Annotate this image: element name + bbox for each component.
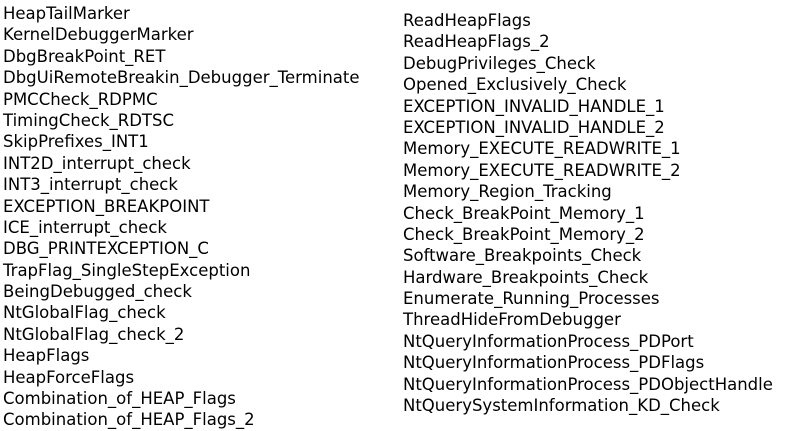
list-item: EXCEPTION_INVALID_HANDLE_2 xyxy=(403,117,665,137)
list-item: NtGlobalFlag_check xyxy=(3,303,166,323)
list-item: INT3_interrupt_check xyxy=(3,175,178,195)
list-item: DBG_PRINTEXCEPTION_C xyxy=(3,239,209,259)
list-item: TimingCheck_RDTSC xyxy=(3,110,174,130)
list-item: ReadHeapFlags xyxy=(403,11,531,30)
list-item: NtQueryInformationProcess_PDFlags xyxy=(403,353,705,373)
list-item: EXCEPTION_BREAKPOINT xyxy=(3,196,210,216)
list-item: DbgBreakPoint_RET xyxy=(3,46,166,66)
list-item: Enumerate_Running_Processes xyxy=(403,289,660,309)
list-item: NtQueryInformationProcess_PDObjectHandle xyxy=(403,374,773,394)
list-item: HeapFlags xyxy=(3,346,90,366)
list-item: ICE_interrupt_check xyxy=(3,217,167,237)
list-item: INT2D_interrupt_check xyxy=(3,153,191,173)
list-item: Check_BreakPoint_Memory_1 xyxy=(403,203,645,223)
list-item: Memory_Region_Tracking xyxy=(403,182,612,202)
list-item: Opened_Exclusively_Check xyxy=(403,75,627,95)
list-item: PMCCheck_RDPMC xyxy=(3,89,158,109)
list-item: EXCEPTION_INVALID_HANDLE_1 xyxy=(403,96,665,116)
list-item: BeingDebugged_check xyxy=(3,282,192,302)
list-item: Memory_EXECUTE_READWRITE_2 xyxy=(403,160,681,180)
list-item: DbgUiRemoteBreakin_Debugger_Terminate xyxy=(3,68,360,88)
list-item: HeapForceFlags xyxy=(3,367,135,387)
list-item: Software_Breakpoints_Check xyxy=(403,246,642,266)
list-item: Memory_EXECUTE_READWRITE_1 xyxy=(403,139,681,159)
list-item: Hardware_Breakpoints_Check xyxy=(403,267,649,287)
list-item: HeapTailMarker xyxy=(3,4,130,23)
list-item: SkipPrefixes_INT1 xyxy=(3,132,149,152)
list-item: KernelDebuggerMarker xyxy=(3,25,194,45)
list-item: Combination_of_HEAP_Flags_2 xyxy=(3,410,255,430)
list-item: DebugPrivileges_Check xyxy=(403,53,596,73)
list-item: Combination_of_HEAP_Flags xyxy=(3,389,236,409)
list-item: NtGlobalFlag_check_2 xyxy=(3,324,185,344)
list-item: Check_BreakPoint_Memory_2 xyxy=(403,224,645,244)
list-item: ReadHeapFlags_2 xyxy=(403,32,550,52)
left-check-list: HeapTailMarker KernelDebuggerMarker DbgB… xyxy=(3,3,398,431)
list-item: NtQuerySystemInformation_KD_Check xyxy=(403,396,720,416)
list-item: TrapFlag_SingleStepException xyxy=(3,260,251,280)
list-item: ThreadHideFromDebugger xyxy=(403,310,621,330)
list-item: NtQueryInformationProcess_PDPort xyxy=(403,331,694,351)
right-check-list: ReadHeapFlags ReadHeapFlags_2 DebugPrivi… xyxy=(403,10,800,416)
